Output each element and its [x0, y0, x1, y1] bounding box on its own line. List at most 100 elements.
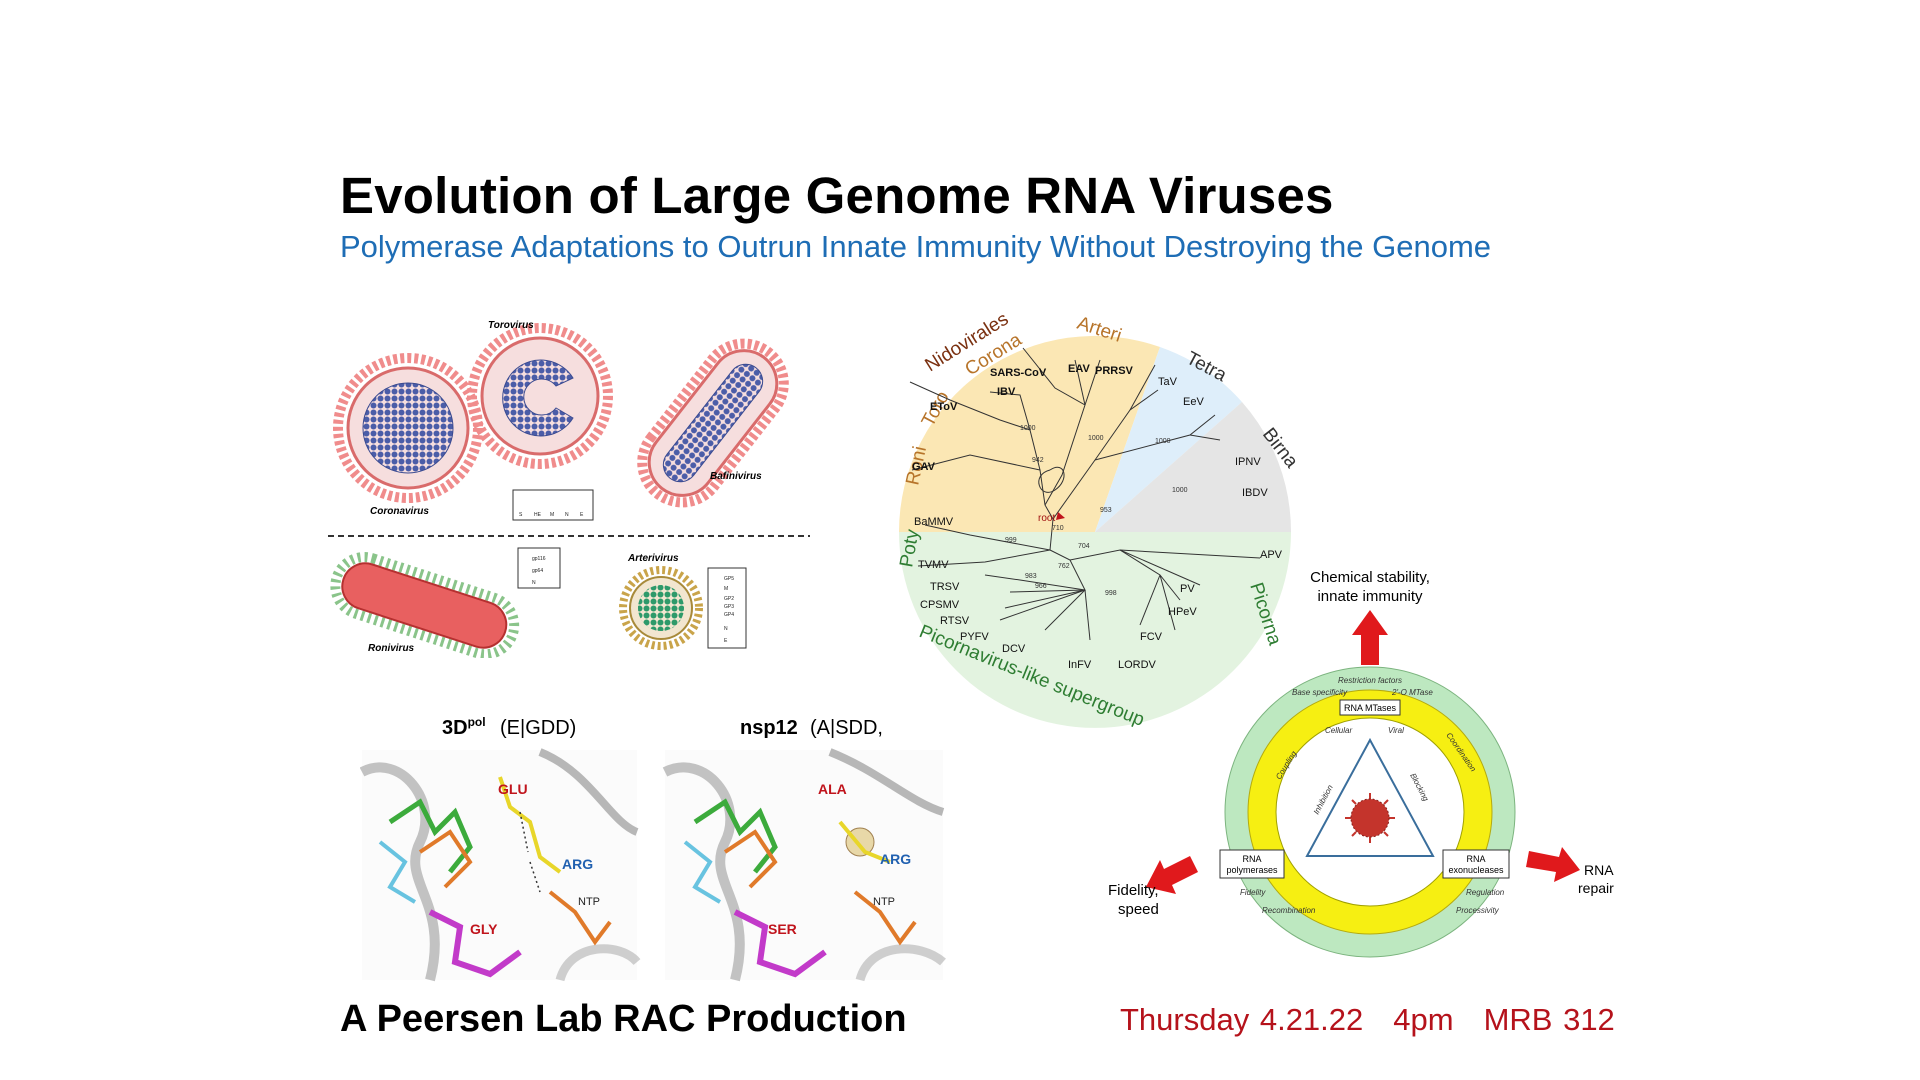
box-rna-exonucleases — [1442, 849, 1510, 879]
structure-right-panel: ALA ARG NTP SER — [662, 748, 946, 982]
torovirus-virion — [467, 323, 613, 469]
box-rna-exonucleases-line1: RNA — [1466, 854, 1485, 864]
leaf-ipnv: IPNV — [1235, 456, 1261, 468]
inner-label-recombination: Recombination — [1262, 906, 1316, 915]
slide-subtitle: Polymerase Adaptations to Outrun Innate … — [340, 229, 1492, 264]
leaf-cpsmv: CPSMV — [920, 599, 960, 611]
structure-right-title: nsp12 — [740, 717, 798, 739]
bootstrap-3: 942 — [1032, 457, 1044, 464]
outer-label-restriction: Restriction factors — [1338, 676, 1402, 685]
footer-production-credit: A Peersen Lab RAC Production — [340, 998, 907, 1040]
inner-label-fidelity: Fidelity — [1240, 888, 1266, 897]
bootstrap-9: 704 — [1078, 543, 1090, 550]
footer-event-info: Thursday 4.21.22 4pm MRB 312 — [1120, 1002, 1615, 1038]
leaf-tvmv: TVMV — [918, 559, 949, 571]
bootstrap-7: 710 — [1052, 525, 1064, 532]
outer-label-base-specificity: Base specificity — [1292, 688, 1348, 697]
coronavirus-virion — [333, 353, 483, 503]
phylogenetic-tree: Nidovirales Corona Arteri Toro Roni Tetr… — [896, 309, 1302, 730]
legend-box-2 — [517, 547, 561, 589]
legend3-gp5: GP5 — [724, 576, 734, 582]
left-label-glu: GLU — [498, 781, 528, 797]
structure-left-panel: GLU ARG NTP GLY — [360, 748, 641, 982]
left-label-line2: speed — [1118, 901, 1159, 918]
bafinivirus-label: Bafinivirus — [710, 471, 762, 482]
legend1-e: E — [580, 512, 584, 518]
sector-nidovirales — [899, 335, 1160, 532]
leaf-bammv: BaMMV — [914, 516, 954, 528]
leaf-ibv: IBV — [997, 386, 1016, 398]
right-label-line1: RNA — [1584, 862, 1614, 878]
legend3-m: M — [724, 586, 728, 592]
legend1-s: S — [519, 512, 523, 518]
structure-right-motif: (A|SDD, — [810, 717, 883, 739]
leaf-hpev: HPeV — [1168, 606, 1197, 618]
leaf-ibdv: IBDV — [1242, 487, 1268, 499]
arrow-left-icon — [1146, 856, 1198, 894]
leaf-rtsv: RTSV — [940, 615, 970, 627]
legend1-he: HE — [534, 512, 542, 518]
box-rna-mtases-label: RNA MTases — [1344, 703, 1397, 713]
right-label-ser: SER — [768, 921, 797, 937]
polymerase-cycle-diagram: Chemical stability, innate immunity Rest… — [1108, 569, 1614, 958]
leaf-lordv: LORDV — [1118, 659, 1157, 671]
slide-title: Evolution of Large Genome RNA Viruses — [340, 167, 1334, 224]
right-label-arg: ARG — [880, 851, 911, 867]
arrow-up-icon — [1352, 610, 1388, 665]
leaf-eav: EAV — [1068, 363, 1090, 375]
right-label-ala: ALA — [818, 781, 847, 797]
sector-tetra — [1095, 347, 1242, 532]
bootstrap-1: 1000 — [1020, 425, 1036, 432]
structure-left-title: 3Dpol — [442, 715, 486, 739]
event-date: Thursday 4.21.22 — [1120, 1002, 1364, 1037]
legend-box-1 — [512, 489, 594, 521]
top-label-line1: Chemical stability, — [1310, 569, 1430, 586]
leaf-infv: InFV — [1068, 659, 1092, 671]
event-time: 4pm — [1393, 1002, 1454, 1037]
bootstrap-5: 1000 — [1172, 487, 1188, 494]
leaf-apv: APV — [1260, 549, 1283, 561]
legend1-n: N — [565, 512, 569, 518]
coronavirus-label: Coronavirus — [370, 506, 429, 517]
sector-birna — [1095, 402, 1292, 532]
inner-label-regulation: Regulation — [1466, 888, 1505, 897]
torovirus-label: Torovirus — [488, 320, 534, 331]
bootstrap-13: 998 — [1105, 590, 1117, 597]
legend3-e: E — [724, 638, 728, 644]
active-site-structures: 3Dpol (E|GDD) nsp12 (A|SDD, GLU ARG NTP … — [360, 715, 946, 982]
leaf-trsv: TRSV — [930, 581, 960, 593]
arterivirus-label: Arterivirus — [627, 553, 679, 564]
root-label: root — [1038, 513, 1055, 524]
legend2-gp116: gp116 — [532, 556, 546, 562]
right-label-line2: repair — [1578, 880, 1614, 896]
triangle — [1305, 737, 1435, 857]
box-rna-exonucleases-line2: exonucleases — [1448, 865, 1504, 875]
bootstrap-4: 1000 — [1155, 438, 1171, 445]
legend3-gp2: GP2 — [724, 596, 734, 602]
ronivirus-virion — [330, 552, 520, 658]
legend3-n: N — [724, 626, 728, 632]
legend3-gp3: GP3 — [724, 604, 734, 610]
event-room: MRB 312 — [1483, 1002, 1615, 1037]
leaf-etov: EToV — [930, 401, 958, 413]
box-rna-polymerases-line2: polymerases — [1226, 865, 1278, 875]
bootstrap-8: 999 — [1005, 537, 1017, 544]
leaf-prrsv: PRRSV — [1095, 365, 1134, 377]
leaf-tav: TaV — [1158, 376, 1178, 388]
inner-label-cellular: Cellular — [1325, 726, 1352, 735]
leaf-eev: EeV — [1183, 396, 1204, 408]
bootstrap-11: 762 — [1058, 563, 1070, 570]
virion-illustrations: Coronavirus Torovirus Bafinivirus S HE M… — [328, 320, 810, 658]
leaf-sars-cov: SARS-CoV — [990, 367, 1047, 379]
root-marker — [1056, 512, 1065, 520]
legend2-gp64: gp64 — [532, 568, 543, 574]
tree-branches — [909, 347, 1261, 641]
bafinivirus-virion — [637, 338, 789, 508]
arrow-right-icon — [1526, 847, 1580, 882]
bootstrap-6: 953 — [1100, 507, 1112, 514]
leaf-dcv: DCV — [1002, 643, 1026, 655]
leaf-pyfv: PYFV — [960, 631, 989, 643]
left-label-ntp: NTP — [578, 896, 600, 908]
legend2-n: N — [532, 580, 536, 586]
outer-label-mtase: 2'-O MTase — [1391, 688, 1433, 697]
